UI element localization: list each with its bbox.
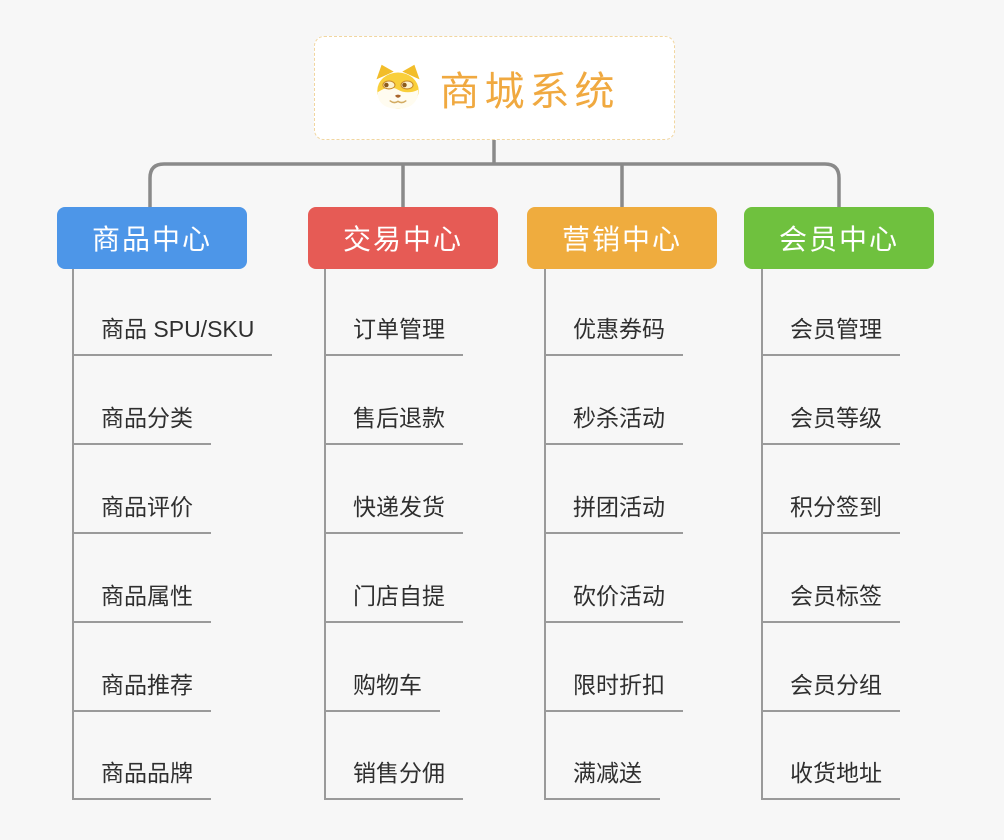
- child-node[interactable]: 满减送: [545, 754, 660, 800]
- child-node[interactable]: 商品分类: [73, 399, 211, 445]
- child-node[interactable]: 收货地址: [762, 754, 900, 800]
- branch-node-3[interactable]: 会员中心: [744, 207, 934, 269]
- child-node[interactable]: 积分签到: [762, 488, 900, 534]
- child-node[interactable]: 商品评价: [73, 488, 211, 534]
- child-node[interactable]: 门店自提: [325, 577, 463, 623]
- child-node[interactable]: 优惠券码: [545, 310, 683, 356]
- branch-node-1[interactable]: 交易中心: [308, 207, 498, 269]
- root-title: 商城系统: [439, 70, 620, 114]
- root-node-mall-system[interactable]: 商城系统: [314, 36, 675, 140]
- child-node[interactable]: 会员标签: [762, 577, 900, 623]
- child-node[interactable]: 拼团活动: [545, 488, 683, 534]
- branch-mid-lines: [401, 164, 624, 207]
- branch-node-0[interactable]: 商品中心: [57, 207, 247, 269]
- child-node[interactable]: 订单管理: [325, 310, 463, 356]
- dog-face-icon: [370, 63, 426, 113]
- child-node[interactable]: 售后退款: [325, 399, 463, 445]
- child-node[interactable]: 商品品牌: [73, 754, 211, 800]
- child-node[interactable]: 会员管理: [762, 310, 900, 356]
- child-node[interactable]: 销售分佣: [325, 754, 463, 800]
- branch-elbow-line: [148, 162, 841, 207]
- child-node[interactable]: 商品属性: [73, 577, 211, 623]
- child-node[interactable]: 砍价活动: [545, 577, 683, 623]
- child-node[interactable]: 会员分组: [762, 666, 900, 712]
- child-node[interactable]: 秒杀活动: [545, 399, 683, 445]
- branch-node-2[interactable]: 营销中心: [527, 207, 717, 269]
- child-node[interactable]: 限时折扣: [545, 666, 683, 712]
- child-node[interactable]: 商品 SPU/SKU: [73, 310, 273, 356]
- child-node[interactable]: 快递发货: [325, 488, 463, 534]
- child-node[interactable]: 购物车: [325, 666, 440, 712]
- child-node[interactable]: 商品推荐: [73, 666, 211, 712]
- child-node[interactable]: 会员等级: [762, 399, 900, 445]
